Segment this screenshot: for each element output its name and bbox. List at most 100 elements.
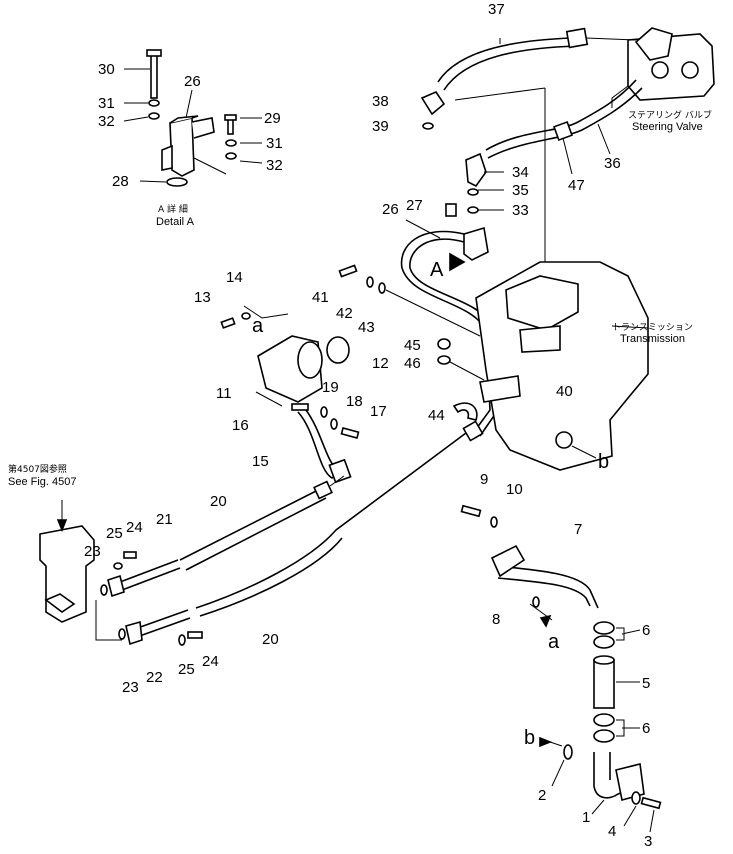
callout-17: 17	[370, 403, 387, 420]
o-ring-2-arrow-line	[549, 741, 563, 747]
tube-15-flange	[328, 458, 352, 484]
elbow-1	[593, 752, 631, 799]
caption-seefig-en: See Fig. 4507	[8, 476, 77, 488]
callout-13: 13	[194, 289, 211, 306]
bolt-3	[640, 796, 662, 810]
elbow-34	[465, 152, 487, 188]
callout-31b: 31	[266, 135, 283, 152]
flange-21	[107, 574, 125, 598]
washer-32	[148, 112, 160, 120]
hose-37-link	[585, 37, 637, 41]
hose-20-lower-b	[199, 537, 343, 617]
callout-35: 35	[512, 182, 529, 199]
callout-20b: 20	[262, 631, 279, 648]
filter-bottom	[44, 593, 76, 613]
callout-7: 7	[574, 521, 582, 538]
o-ring-2	[563, 744, 573, 760]
washer-42	[366, 276, 374, 288]
callout-15: 15	[252, 453, 269, 470]
o-ring-33	[467, 206, 479, 214]
callout-18: 18	[346, 393, 363, 410]
callout-25a: 25	[106, 525, 123, 542]
callout-14: 14	[226, 269, 243, 286]
elbow-leaders	[478, 171, 504, 211]
callout-37: 37	[488, 1, 505, 18]
arrow-b-icon-lower	[539, 736, 553, 748]
pipe-26-leader	[405, 219, 441, 239]
hose-20-upper-b	[185, 497, 327, 571]
bolt-41	[338, 264, 358, 278]
caption-transmission-jp: トランスミッション	[612, 322, 693, 333]
tube-15	[297, 411, 347, 479]
detail-a	[123, 49, 263, 187]
callout-31a: 31	[98, 95, 115, 112]
flange-22	[125, 620, 143, 646]
callout-8: 8	[492, 611, 500, 628]
callout-30: 30	[98, 61, 115, 78]
callout-1: 1	[582, 809, 590, 826]
bolt-30	[150, 51, 158, 99]
transmission-leaders	[571, 325, 649, 459]
washer-18	[330, 418, 338, 430]
tube-7-flange	[490, 544, 526, 578]
washer-4	[631, 791, 641, 805]
o-ring-35	[467, 188, 479, 196]
callout-45: 45	[404, 337, 421, 354]
washer-43	[378, 282, 386, 294]
clamp-leaders	[616, 627, 641, 737]
callout-23b: 23	[122, 679, 139, 696]
hose-20-upper	[179, 487, 323, 561]
steering-valve	[611, 27, 715, 108]
callout-21: 21	[156, 511, 173, 528]
callout-24b: 24	[202, 653, 219, 670]
washer-19	[320, 406, 328, 418]
captions: ステアリング バルブ Steering Valve トランスミッション Tran…	[8, 109, 712, 488]
clamp-6-lower	[593, 713, 615, 727]
callout-5: 5	[642, 675, 650, 692]
bolt-30-head	[146, 49, 162, 57]
transmission-top-block	[505, 275, 579, 331]
tube-21	[119, 559, 179, 583]
tube-21-b	[121, 567, 181, 591]
callout-28: 28	[112, 173, 129, 190]
clamp-6-upper-b	[593, 635, 615, 649]
transmission-port-b	[555, 431, 573, 449]
bolt-41-leader	[385, 289, 481, 337]
callout-24a: 24	[126, 519, 143, 536]
block-flange	[161, 144, 173, 171]
hose-5-top	[593, 655, 615, 665]
o-ring-12	[326, 336, 350, 364]
clamp-6-lower-b	[593, 729, 615, 743]
tube-22-b	[133, 617, 191, 639]
bolt-24-lower	[187, 631, 203, 639]
callout-4: 4	[608, 823, 616, 840]
reference-letters: a a b b A	[252, 259, 609, 749]
callout-22: 22	[146, 669, 163, 686]
plug-27	[445, 203, 457, 217]
hose-36-b	[487, 87, 643, 159]
nut-45	[437, 338, 451, 350]
washer-32b	[225, 152, 237, 160]
valve-port-2	[681, 61, 699, 79]
valve-port-1	[651, 61, 669, 79]
callout-29: 29	[264, 110, 281, 127]
callout-43: 43	[358, 319, 375, 336]
callout-34: 34	[512, 164, 529, 181]
block-top	[169, 115, 199, 124]
arrow-a-icon-lower	[539, 614, 552, 628]
callout-19: 19	[322, 379, 339, 396]
callout-46: 46	[404, 355, 421, 372]
pump-leaders	[243, 305, 289, 407]
letter-b-elbow: b	[524, 727, 535, 749]
lower-leaders	[551, 759, 655, 833]
hose-20-link	[329, 475, 345, 487]
callout-42: 42	[336, 305, 353, 322]
gasket-23-upper	[100, 584, 108, 596]
bracket-40	[479, 375, 521, 403]
bolt-9	[460, 504, 482, 518]
valve-top	[634, 27, 673, 61]
washer-46	[437, 355, 451, 365]
letter-A-arrow: A	[430, 259, 444, 281]
callout-3: 3	[644, 833, 652, 850]
